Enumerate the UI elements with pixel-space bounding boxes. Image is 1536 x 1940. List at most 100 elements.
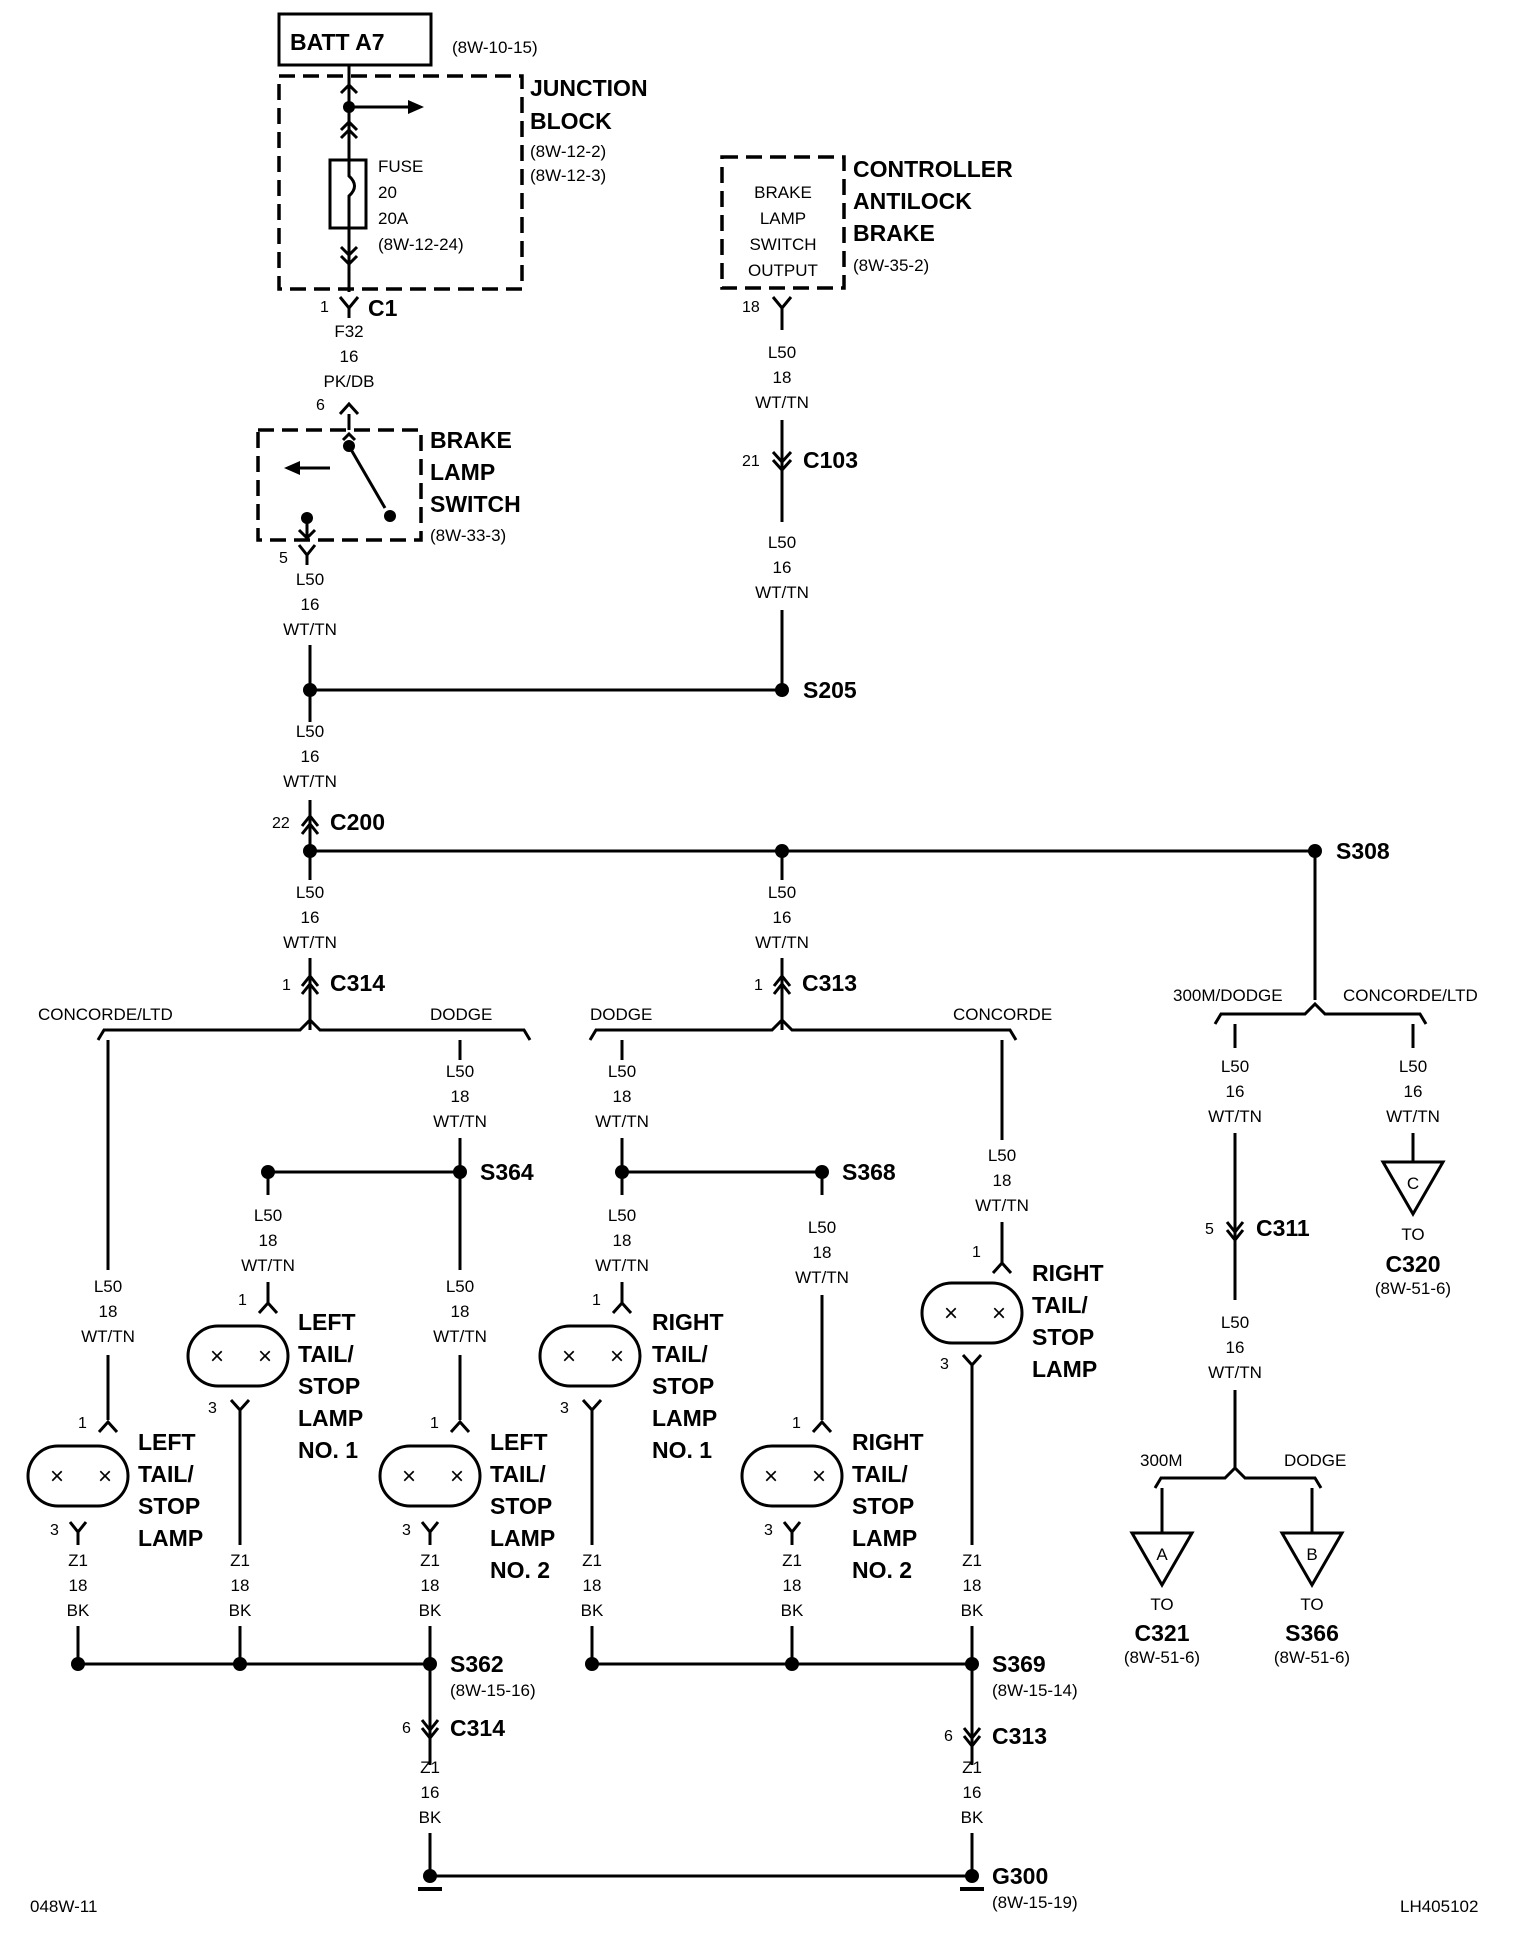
wire-dr-circuit: L50 bbox=[608, 1062, 636, 1081]
lamp-ll2-t2: TAIL/ bbox=[490, 1461, 546, 1487]
c314-branch-bar bbox=[96, 1017, 532, 1041]
lamp-rl2-pin3-icon bbox=[782, 1521, 802, 1535]
wire-lcg-gauge: 18 bbox=[69, 1576, 88, 1595]
wire-c313-color: WT/TN bbox=[755, 933, 809, 952]
s362-label: S362 bbox=[450, 1651, 504, 1677]
wire-ll2-circuit: L50 bbox=[446, 1277, 474, 1296]
wire-ll1g-gauge: 18 bbox=[231, 1576, 250, 1595]
lamp-right-concorde bbox=[920, 1281, 1024, 1345]
wire-ll1g-circuit: Z1 bbox=[230, 1551, 250, 1570]
wire-c314-circuit: L50 bbox=[296, 883, 324, 902]
lamp-rc-pin3-icon bbox=[961, 1353, 983, 1368]
offpage-a-ref: (8W-51-6) bbox=[1124, 1648, 1200, 1667]
wire-dl-gauge: 18 bbox=[451, 1087, 470, 1106]
lamp-rl2-pin1: 1 bbox=[792, 1415, 801, 1432]
abs-pin18-icon bbox=[771, 296, 793, 311]
wire-ll2-gauge: 18 bbox=[451, 1302, 470, 1321]
offpage-b-triangle bbox=[1279, 1531, 1345, 1589]
c311-icon-1 bbox=[1225, 1221, 1245, 1235]
wire-rcg-gauge: 18 bbox=[963, 1576, 982, 1595]
wire-rl1g-circuit: Z1 bbox=[582, 1551, 602, 1570]
lamp-right-no1 bbox=[538, 1324, 642, 1388]
lamp-ll2-t4: LAMP bbox=[490, 1525, 555, 1551]
lamp-rl1-t4: LAMP bbox=[652, 1405, 717, 1431]
fuse-bottom-chevron-1 bbox=[339, 245, 359, 258]
s364-label: S364 bbox=[480, 1159, 534, 1185]
abs-pin18: 18 bbox=[742, 299, 760, 316]
lamp-ll2-pin3: 3 bbox=[402, 1522, 411, 1539]
lamp-lc-pin1: 1 bbox=[78, 1415, 87, 1432]
c314-ground-label: C314 bbox=[450, 1715, 505, 1741]
wire-c311-gauge: 16 bbox=[1226, 1338, 1245, 1357]
wire-c103-gauge: 16 bbox=[773, 558, 792, 577]
lamp-ll1-x2: × bbox=[258, 1343, 272, 1370]
abs-inner-2: LAMP bbox=[760, 209, 806, 228]
branch-concorde-mid: CONCORDE bbox=[953, 1005, 1052, 1024]
lamp-lc-x2: × bbox=[98, 1463, 112, 1490]
wire-ll1-circuit: L50 bbox=[254, 1206, 282, 1225]
lamp-rl2-pin3: 3 bbox=[764, 1522, 773, 1539]
lamp-lc-x1: × bbox=[50, 1463, 64, 1490]
branch-dodge-mid: DODGE bbox=[590, 1005, 652, 1024]
wire-rc-gauge: 18 bbox=[993, 1171, 1012, 1190]
wire-ll1-gauge: 18 bbox=[259, 1231, 278, 1250]
offpage-a-to: TO bbox=[1150, 1595, 1173, 1614]
lamp-rl2-x2: × bbox=[812, 1463, 826, 1490]
s369-dot-2 bbox=[785, 1657, 799, 1671]
wire-lcg-color: BK bbox=[67, 1601, 90, 1620]
lamp-rc-t2: TAIL/ bbox=[1032, 1292, 1088, 1318]
lamp-rl1-t1: RIGHT bbox=[652, 1309, 724, 1335]
wire-300m-gauge: 16 bbox=[1226, 1082, 1245, 1101]
batt-ref: (8W-10-15) bbox=[452, 38, 538, 57]
wire-c313-gauge: 16 bbox=[773, 908, 792, 927]
wire-rl1-color: WT/TN bbox=[595, 1256, 649, 1275]
c103-label: C103 bbox=[803, 447, 858, 473]
offpage-a-target: C321 bbox=[1135, 1620, 1190, 1646]
lamp-rl2-t1: RIGHT bbox=[852, 1429, 924, 1455]
offpage-a-triangle bbox=[1129, 1531, 1195, 1589]
brake-switch-pin5: 5 bbox=[279, 550, 288, 567]
brake-switch-title-2: LAMP bbox=[430, 459, 495, 485]
c313-icon-1 bbox=[772, 973, 792, 987]
fuse-label-3: 20A bbox=[378, 209, 409, 228]
offpage-c-letter: C bbox=[1407, 1174, 1419, 1193]
c200-label: C200 bbox=[330, 809, 385, 835]
lamp-rc-pin3: 3 bbox=[940, 1356, 949, 1373]
branch-300m: 300M bbox=[1140, 1451, 1183, 1470]
s369-ref: (8W-15-14) bbox=[992, 1681, 1078, 1700]
lamp-left-no2 bbox=[378, 1444, 482, 1508]
lamp-lc-pin3: 3 bbox=[50, 1522, 59, 1539]
wire-ll2g-circuit: Z1 bbox=[420, 1551, 440, 1570]
junction-block-ref-1: (8W-12-2) bbox=[530, 142, 606, 161]
wire-rl2-circuit: L50 bbox=[808, 1218, 836, 1237]
offpage-c-to: TO bbox=[1401, 1225, 1424, 1244]
fuse-top-chevron-1 bbox=[339, 119, 359, 132]
c311-icon-2 bbox=[1225, 1229, 1245, 1243]
switch-ground-chevron bbox=[297, 528, 317, 541]
switch-arrow-head bbox=[284, 461, 300, 475]
brake-switch-title-1: BRAKE bbox=[430, 427, 512, 453]
lamp-rc-t4: LAMP bbox=[1032, 1356, 1097, 1382]
wire-dl-circuit: L50 bbox=[446, 1062, 474, 1081]
c313-pin: 1 bbox=[754, 977, 763, 994]
wire-ll1-color: WT/TN bbox=[241, 1256, 295, 1275]
abs-inner-3: SWITCH bbox=[749, 235, 816, 254]
wire-c311-color: WT/TN bbox=[1208, 1363, 1262, 1382]
c103-pin: 21 bbox=[742, 453, 760, 470]
offpage-c-target: C320 bbox=[1386, 1251, 1441, 1277]
c311-pin: 5 bbox=[1205, 1221, 1214, 1238]
wire-ll2g-color: BK bbox=[419, 1601, 442, 1620]
s368-label: S368 bbox=[842, 1159, 896, 1185]
g300-dot bbox=[965, 1869, 979, 1883]
s369-dot-1 bbox=[585, 1657, 599, 1671]
footer-right-code: LH405102 bbox=[1400, 1897, 1478, 1916]
c311-label: C311 bbox=[1256, 1215, 1310, 1241]
lamp-lc-t2: TAIL/ bbox=[138, 1461, 194, 1487]
wire-ll2-color: WT/TN bbox=[433, 1327, 487, 1346]
abs-title-2: ANTILOCK bbox=[853, 188, 972, 214]
lamp-rl1-pin3-icon bbox=[581, 1398, 603, 1413]
brake-lamp-switch-box bbox=[256, 428, 423, 542]
c1-label: C1 bbox=[368, 295, 398, 321]
lamp-rl1-t3: STOP bbox=[652, 1373, 714, 1399]
